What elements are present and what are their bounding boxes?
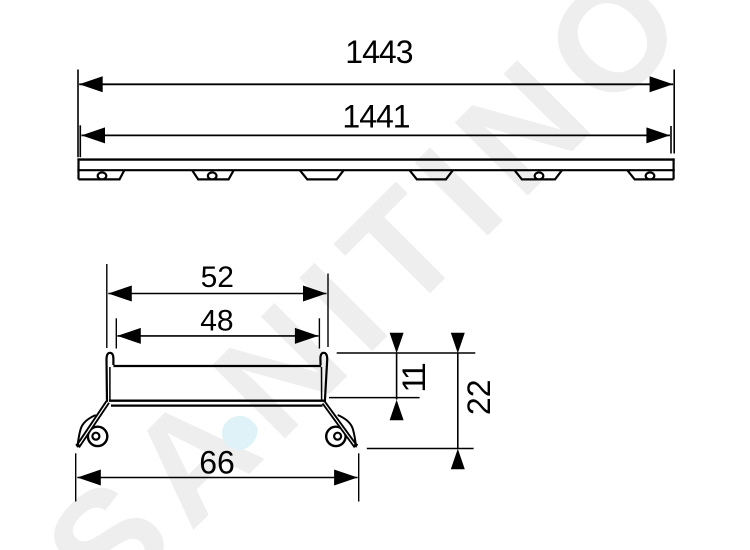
svg-text:22: 22: [461, 380, 497, 416]
svg-text:66: 66: [199, 445, 235, 481]
svg-text:52: 52: [201, 261, 234, 294]
svg-text:11: 11: [396, 363, 432, 392]
svg-text:48: 48: [200, 304, 233, 337]
svg-text:1441: 1441: [342, 98, 409, 134]
svg-text:SANITINO: SANITINO: [13, 0, 723, 550]
svg-text:1443: 1443: [345, 34, 412, 70]
